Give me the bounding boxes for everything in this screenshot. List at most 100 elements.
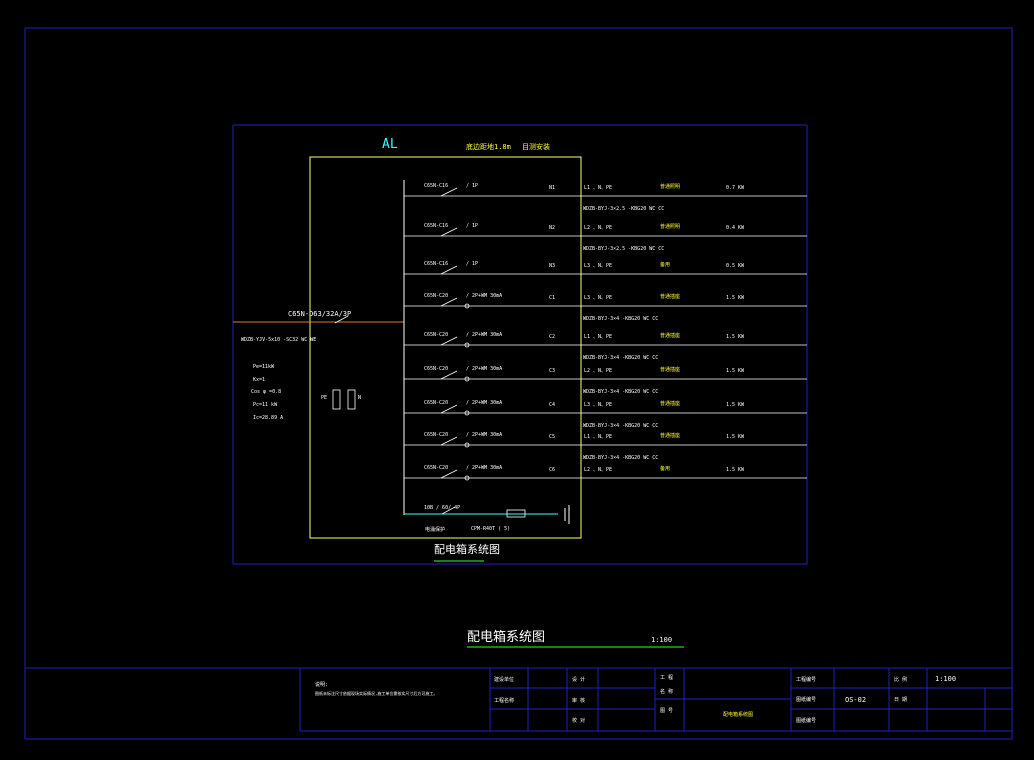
circuit-phase: L2 、N、PE xyxy=(584,467,612,473)
tb-dwg-no: 图纸编号 xyxy=(796,696,816,703)
circuit-switch-symbol xyxy=(440,404,458,414)
spd-switch-symbol xyxy=(441,506,456,515)
header-note-2: 目测安装 xyxy=(522,142,550,151)
circuit-power: 0.4 KW xyxy=(726,225,745,231)
circuit-code: C6 xyxy=(549,467,555,473)
circuit-cable: WDZB-BYJ-3×4 -KBG20 WC CC xyxy=(583,316,658,322)
circuit-pole: / 2P+WM 30mA xyxy=(466,432,502,438)
inner-title: 配电箱系统图 xyxy=(434,542,500,556)
circuit-phase: L2 、N、PE xyxy=(584,225,612,231)
circuit-switch-symbol xyxy=(440,370,458,380)
circuit-phase: L3 、N、PE xyxy=(584,402,612,408)
circuit-power: 1.5 KW xyxy=(726,467,745,473)
param-ic: Ic=28.89 A xyxy=(253,415,283,421)
incoming-breaker: C65N-D63/32A/3P xyxy=(288,310,351,318)
main-scale: 1:100 xyxy=(651,636,672,644)
tb-dwg-no-2: 图纸编号 xyxy=(796,717,816,724)
circuit-power: 0.5 KW xyxy=(726,263,745,269)
circuit-cable: WDZB-BYJ-3×4 -KBG20 WC CC xyxy=(583,423,658,429)
tb-proj-no: 工程编号 xyxy=(796,676,816,683)
circuit-phase: L1 、N、PE xyxy=(584,434,612,440)
spd-device: CPM-R40T ( 5) xyxy=(471,526,510,532)
circuit-use: 普通插座 xyxy=(660,332,680,339)
circuit-power: 1.5 KW xyxy=(726,434,745,440)
circuit-power: 0.7 KW xyxy=(726,185,745,191)
tb-scale-label: 比 例 xyxy=(894,676,907,683)
rcd-symbol xyxy=(464,342,470,348)
tb-design: 设 计 xyxy=(572,676,585,683)
circuit-switch-symbol xyxy=(440,469,458,479)
diagram-frame xyxy=(232,124,808,565)
circuit-pole: / 2P+WM 30mA xyxy=(466,400,502,406)
circuit-use: 普通插座 xyxy=(660,400,680,407)
circuit-switch-symbol xyxy=(440,297,458,307)
circuit-phase: L3 、N、PE xyxy=(584,263,612,269)
circuit-pole: / 2P+WM 30mA xyxy=(466,366,502,372)
circuit-cable: WDZB-BYJ-3×2.5 -KBG20 WC CC xyxy=(583,206,664,212)
rcd-symbol xyxy=(464,303,470,309)
tb-date-label: 日 期 xyxy=(894,697,907,703)
tb-review: 审 核 xyxy=(572,697,585,704)
circuit-switch-symbol xyxy=(440,436,458,446)
circuit-use: 备用 xyxy=(660,261,670,268)
circuit-breaker: C65N-C16 xyxy=(424,183,448,189)
tb-drawing-no: OS-02 xyxy=(845,696,866,704)
circuit-switch-symbol xyxy=(440,265,458,275)
circuit-cable: WDZB-BYJ-3×4 -KBG20 WC CC xyxy=(583,355,658,361)
circuit-code: N1 xyxy=(549,185,555,191)
n-bus-label: N xyxy=(358,395,361,401)
circuit-pole: / 1P xyxy=(466,183,478,189)
rcd-symbol xyxy=(464,475,470,481)
circuit-phase: L1 、N、PE xyxy=(584,185,612,191)
circuit-pole: / 1P xyxy=(466,223,478,229)
circuit-power: 1.5 KW xyxy=(726,402,745,408)
circuit-pole: / 2P+WM 30mA xyxy=(466,465,502,471)
circuit-switch-symbol xyxy=(440,336,458,346)
tb-name: 名 称 xyxy=(660,688,673,695)
tb-scale-value: 1:100 xyxy=(935,675,956,683)
circuit-breaker: C65N-C16 xyxy=(424,223,448,229)
circuit-use: 普通插座 xyxy=(660,293,680,300)
circuit-phase: L1 、N、PE xyxy=(584,334,612,340)
circuit-use: 普通插座 xyxy=(660,366,680,373)
tb-project: 工程名称 xyxy=(494,697,514,704)
rcd-symbol xyxy=(464,376,470,382)
circuit-breaker: C65N-C20 xyxy=(424,332,448,338)
circuit-pole: / 1P xyxy=(466,261,478,267)
circuit-use: 备用 xyxy=(660,465,670,472)
box-label: AL xyxy=(382,137,398,152)
circuit-phase: L2 、N、PE xyxy=(584,368,612,374)
circuit-breaker: C65N-C16 xyxy=(424,261,448,267)
rcd-symbol xyxy=(464,410,470,416)
param-kx: Kx=1 xyxy=(253,377,265,383)
title-block xyxy=(24,667,1013,740)
circuit-use: 普通照明 xyxy=(660,183,680,190)
circuit-code: C1 xyxy=(549,295,555,301)
circuit-power: 1.5 KW xyxy=(726,295,745,301)
incoming-params: Pe=11kW Kx=1 Cos φ =0.8 Pc=11 kW Ic=28.8… xyxy=(251,364,283,421)
circuit-cable: WDZB-BYJ-3×2.5 -KBG20 WC CC xyxy=(583,246,664,252)
main-title: 配电箱系统图 xyxy=(467,629,545,645)
pe-bus-bar xyxy=(332,389,341,410)
circuit-breaker: C65N-C20 xyxy=(424,293,448,299)
incoming-switch-symbol xyxy=(334,315,349,324)
circuit-code: C2 xyxy=(549,334,555,340)
circuit-use: 普通照明 xyxy=(660,223,680,230)
circuit-cable: WDZB-BYJ-3×4 -KBG20 WC CC xyxy=(583,455,658,461)
circuit-power: 1.5 KW xyxy=(726,334,745,340)
n-bus-bar xyxy=(347,389,356,410)
circuit-code: C4 xyxy=(549,402,555,408)
circuit-code: C5 xyxy=(549,434,555,440)
title-note-label: 说明: xyxy=(315,681,328,688)
tb-fig: 图 号 xyxy=(660,708,673,714)
distribution-box xyxy=(309,156,582,539)
circuit-code: N2 xyxy=(549,225,555,231)
tb-proj: 工 程 xyxy=(660,674,673,681)
circuit-breaker: C65N-C20 xyxy=(424,465,448,471)
param-pc: Pc=11 kW xyxy=(253,402,278,408)
circuit-switch-symbol xyxy=(440,227,458,237)
circuit-switch-symbol xyxy=(440,187,458,197)
header-note-1: 底边距地1.8m xyxy=(466,142,511,151)
circuit-breaker: C65N-C20 xyxy=(424,432,448,438)
